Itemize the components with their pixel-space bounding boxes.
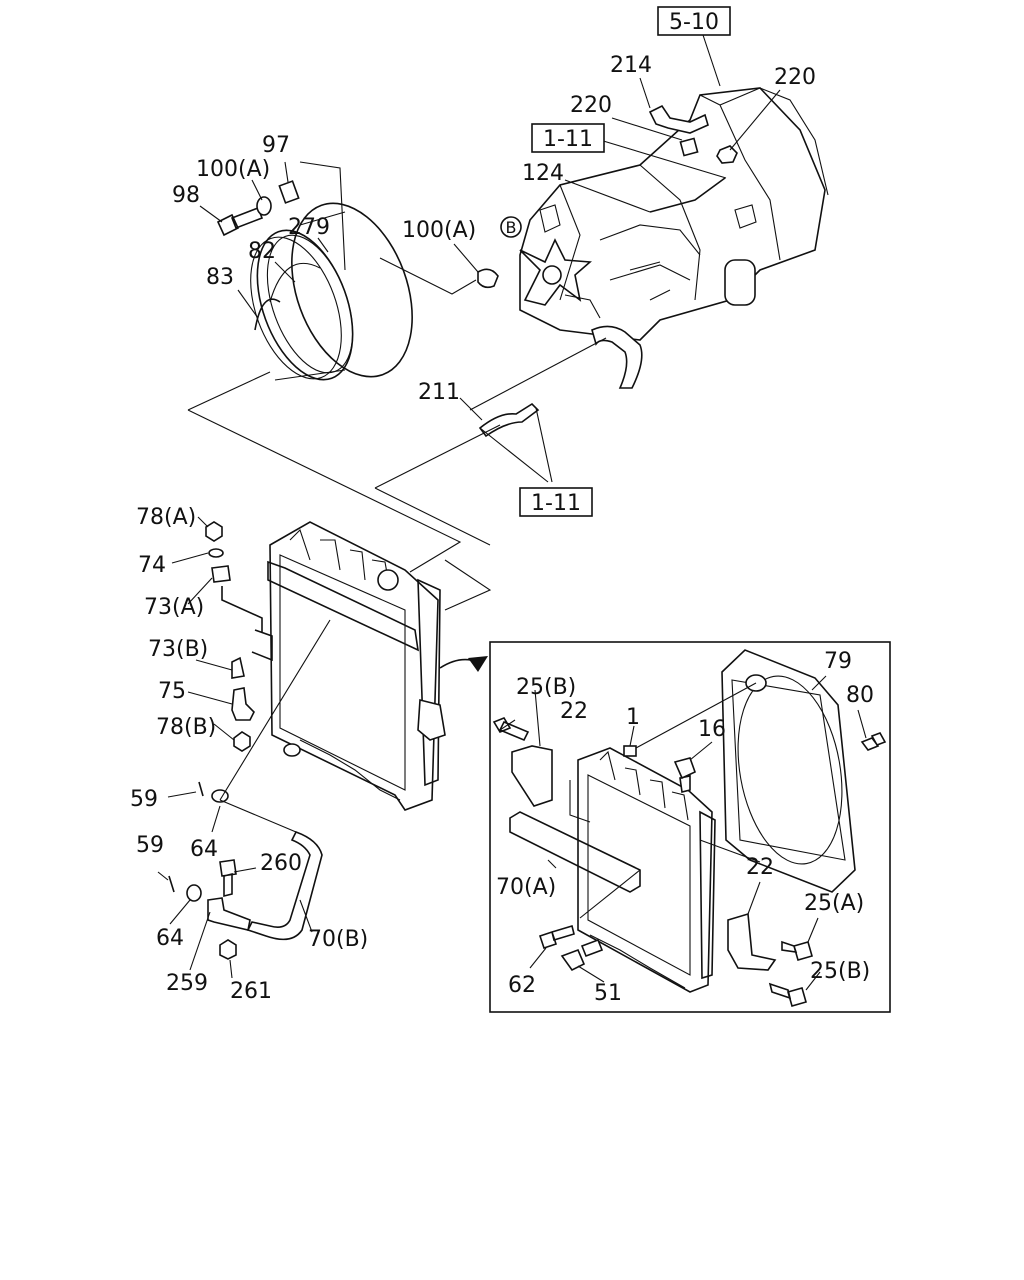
clip-59-upper bbox=[198, 781, 204, 797]
pipe-124 bbox=[649, 177, 726, 213]
nut-78b bbox=[233, 731, 251, 752]
label-59-lower: 59 bbox=[136, 833, 164, 858]
fitting-75 bbox=[231, 687, 255, 721]
fan-shroud-ring bbox=[250, 202, 413, 381]
label-78b: 78(B) bbox=[156, 715, 216, 740]
label-64-lower: 64 bbox=[156, 926, 184, 951]
label-220-right: 220 bbox=[774, 65, 816, 90]
label-16: 16 bbox=[698, 717, 726, 742]
ref-5-10: 5-10 bbox=[669, 10, 719, 35]
bolt-25a bbox=[781, 940, 813, 961]
ref-box-1-11-mid bbox=[519, 487, 593, 517]
label-25b-upper: 25(B) bbox=[516, 675, 576, 700]
drain-51 bbox=[560, 938, 604, 972]
label-25b-lower: 25(B) bbox=[810, 959, 870, 984]
inset-arrow-head bbox=[468, 656, 488, 672]
label-97: 97 bbox=[262, 133, 290, 158]
inset-panel bbox=[489, 641, 891, 1013]
label-51: 51 bbox=[594, 981, 622, 1006]
label-82: 82 bbox=[248, 239, 276, 264]
grommet-100a bbox=[477, 268, 499, 289]
label-25a: 25(A) bbox=[804, 891, 864, 916]
label-75: 75 bbox=[158, 679, 186, 704]
bolt-25b-upper bbox=[492, 717, 530, 742]
washer-74 bbox=[208, 548, 224, 558]
seal-ring-83-outline bbox=[254, 298, 281, 331]
label-73b: 73(B) bbox=[148, 637, 208, 662]
label-1: 1 bbox=[626, 705, 640, 730]
label-279: 279 bbox=[288, 215, 330, 240]
engine-outlet-hose bbox=[591, 325, 643, 389]
washer-64-lower bbox=[186, 884, 202, 902]
leader-lines bbox=[157, 31, 867, 991]
label-80: 80 bbox=[846, 683, 874, 708]
support-bar-70a bbox=[509, 811, 641, 893]
label-59-upper: 59 bbox=[130, 787, 158, 812]
label-79: 79 bbox=[824, 649, 852, 674]
cap-73b bbox=[231, 656, 245, 679]
label-62: 62 bbox=[508, 973, 536, 998]
label-22-upper: 22 bbox=[560, 699, 588, 724]
fitting-220-right bbox=[716, 145, 738, 164]
bolt-25b-lower bbox=[768, 982, 807, 1007]
label-83: 83 bbox=[206, 265, 234, 290]
ref-1-11-top: 1-11 bbox=[543, 127, 593, 152]
bolt-73a bbox=[211, 565, 231, 583]
label-78a: 78(A) bbox=[136, 505, 196, 530]
ref-b: B bbox=[506, 218, 517, 237]
label-22-lower: 22 bbox=[746, 855, 774, 880]
nut-78a bbox=[205, 521, 223, 542]
ref-circle-b bbox=[500, 216, 522, 238]
bracket-259 bbox=[207, 897, 251, 931]
bolt-62 bbox=[538, 924, 575, 950]
label-74: 74 bbox=[138, 553, 166, 578]
label-64-upper: 64 bbox=[190, 837, 218, 862]
hose-70b bbox=[246, 831, 323, 941]
label-220-left: 220 bbox=[570, 93, 612, 118]
label-124: 124 bbox=[522, 161, 564, 186]
cap-16 bbox=[673, 757, 696, 793]
label-214: 214 bbox=[610, 53, 652, 78]
ref-box-1-11-top bbox=[531, 123, 605, 153]
label-73a: 73(A) bbox=[144, 595, 204, 620]
nut-261 bbox=[219, 939, 237, 960]
seal-ring-83 bbox=[269, 262, 321, 303]
label-211: 211 bbox=[418, 380, 460, 405]
bolt-98 bbox=[216, 206, 264, 237]
label-70a: 70(A) bbox=[496, 875, 556, 900]
bushing-97 bbox=[278, 180, 300, 204]
label-100a-top: 100(A) bbox=[196, 157, 270, 182]
clip-59-lower bbox=[168, 875, 175, 893]
ref-1-11-mid: 1-11 bbox=[531, 491, 581, 516]
label-70b: 70(B) bbox=[308, 927, 368, 952]
label-98: 98 bbox=[172, 183, 200, 208]
bracket-73a bbox=[221, 586, 273, 662]
bracket-22-lower bbox=[727, 912, 777, 971]
fitting-214 bbox=[648, 104, 709, 134]
label-100a-right: 100(A) bbox=[402, 218, 476, 243]
fan-shroud-79 bbox=[721, 649, 856, 893]
bolt-80 bbox=[860, 732, 887, 751]
radiator-inset bbox=[577, 745, 716, 993]
ref-box-5-10 bbox=[657, 6, 731, 36]
engine-assembly bbox=[519, 87, 829, 341]
bracket-22-upper bbox=[511, 745, 553, 807]
bolt-260 bbox=[219, 859, 237, 898]
fitting-220-left bbox=[679, 137, 699, 157]
label-259: 259 bbox=[166, 971, 208, 996]
washer-100a-top bbox=[256, 196, 272, 216]
radiator-main bbox=[267, 521, 446, 811]
label-260: 260 bbox=[260, 851, 302, 876]
label-261: 261 bbox=[230, 979, 272, 1004]
cooling-fan bbox=[519, 238, 592, 306]
